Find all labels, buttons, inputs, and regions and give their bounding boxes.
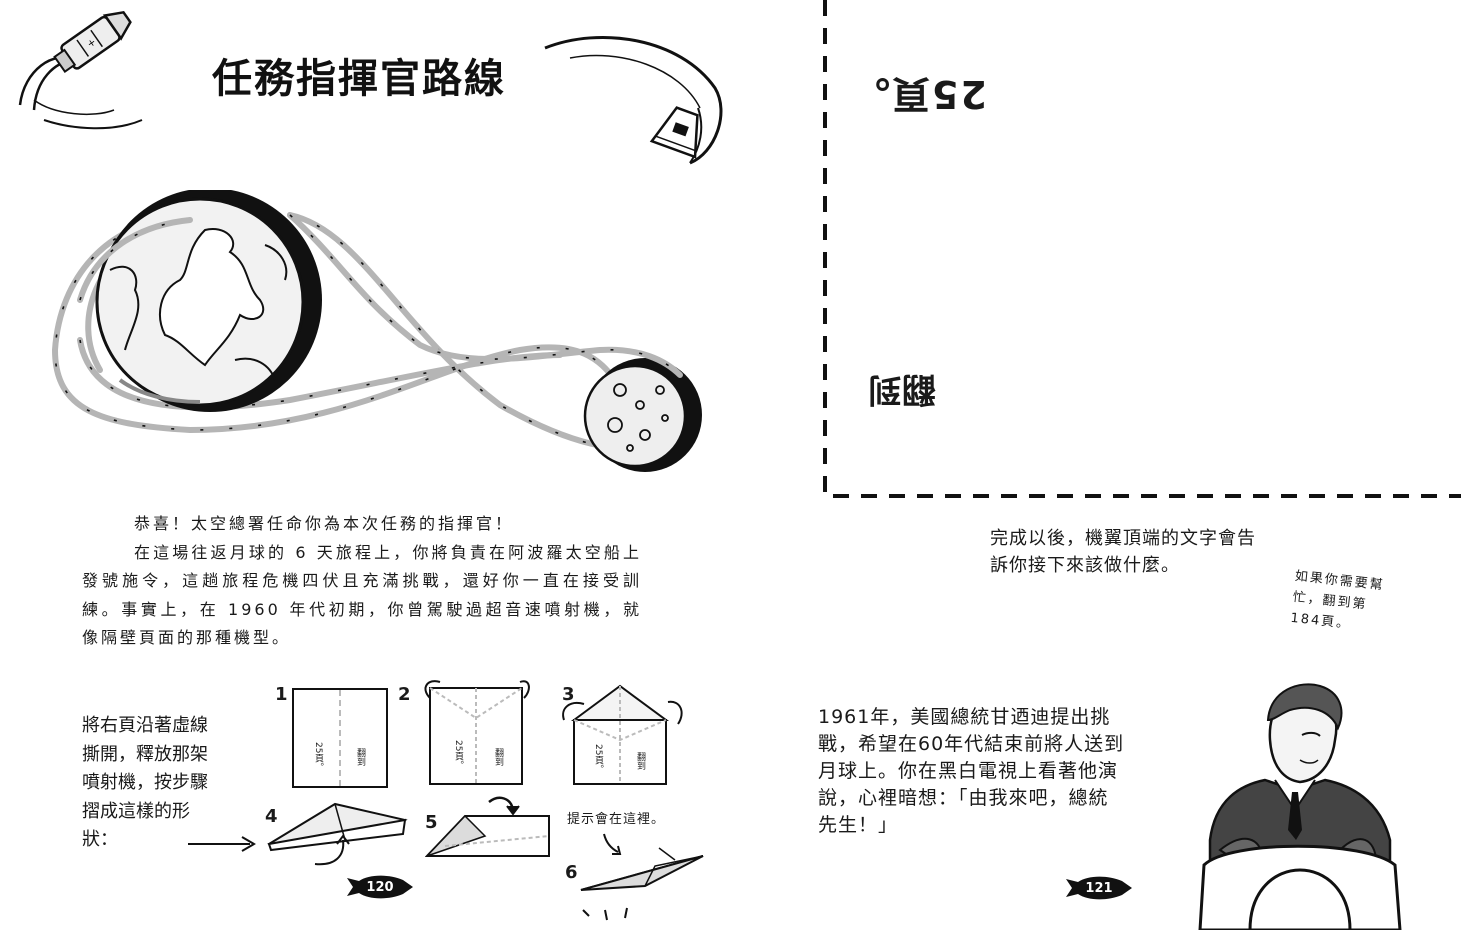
paper-plane-icon	[580, 847, 704, 921]
rocket-badge-icon-right	[1066, 876, 1132, 900]
intro-paragraph: 恭喜！太空總署任命你為本次任務的指揮官！ 在這場往返月球的 6 天旅程上，你將負…	[82, 510, 642, 653]
fold-label-flip-3: 翻到	[635, 752, 645, 770]
page-title: 任務指揮官路線	[212, 56, 506, 102]
earth-icon	[95, 190, 322, 412]
fold-label-page-3: 25頁。	[593, 744, 603, 774]
step-3-number: 3	[562, 684, 575, 705]
step-2-number: 2	[398, 684, 411, 705]
step-3-paper	[562, 684, 683, 785]
fold-instruction: 將右頁沿著虛線撕開，釋放那架噴射機，按步驟摺成這樣的形狀：	[82, 715, 208, 850]
fold-label-page-2: 25頁。	[453, 740, 463, 770]
story-paragraph: 1961年，美國總統甘迺迪提出挑戰，希望在60年代結束前將人送到月球上。你在黑白…	[818, 706, 1125, 836]
step-1-number: 1	[275, 684, 288, 705]
fold-label-flip: 翻到	[355, 748, 365, 766]
orbit-diagram	[51, 190, 702, 472]
step-6-number: 6	[565, 862, 578, 883]
arrow-down-icon	[603, 833, 622, 855]
after-folding-text: 完成以後，機翼頂端的文字會告訴你接下來該做什麼。	[990, 528, 1256, 576]
rotated-flip-label: 翻到	[868, 369, 936, 409]
arrow-right-icon	[188, 836, 256, 852]
step-4-paper	[267, 802, 408, 866]
page-number-right: 121	[1064, 873, 1134, 903]
step-2-paper	[424, 680, 530, 785]
step-5-paper	[425, 796, 550, 857]
paragraph-2: 在這場往返月球的 6 天旅程上，你將負責在阿波羅太空船上發號施令，這趟旅程危機四…	[82, 542, 642, 648]
help-note: 如果你需要幫忙，翻到第184頁。	[1289, 568, 1386, 633]
step-5-number: 5	[425, 812, 438, 833]
rocket-badge-icon	[347, 875, 413, 899]
step-1-paper: 25頁。 翻到	[292, 688, 388, 788]
page-number-left: 120	[345, 872, 415, 902]
rotated-page-reference: 25頁。	[850, 72, 987, 116]
command-module-icon	[544, 35, 723, 165]
fold-label-flip-2: 翻到	[493, 748, 503, 766]
capsule-icon: +	[18, 10, 143, 130]
paragraph-1: 恭喜！太空總署任命你為本次任務的指揮官！	[134, 514, 515, 533]
moon-icon	[583, 358, 702, 472]
step-4-number: 4	[265, 806, 278, 827]
fold-label-page: 25頁。	[313, 742, 323, 772]
president-illustration	[1198, 683, 1402, 930]
hint-text: 提示會在這裡。	[567, 812, 666, 827]
